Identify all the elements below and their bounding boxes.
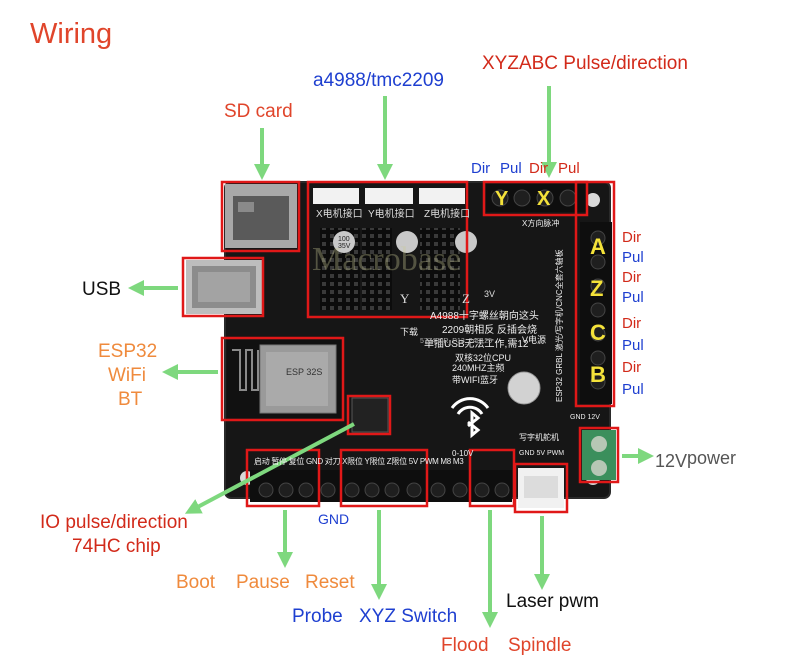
page-title: Wiring: [30, 18, 113, 50]
board-x-port: X电机接口: [316, 209, 363, 220]
74hc-chip: [351, 397, 389, 433]
right-dir-c: Dir: [622, 315, 642, 332]
arrow-74hc: [184, 422, 355, 514]
laser-header: [518, 468, 564, 508]
io-label-line1: IO pulse/direction: [40, 512, 188, 533]
right-dir-z: Dir: [622, 269, 642, 286]
right-dir-b: Dir: [622, 359, 642, 376]
board-text-line3: 单插USB无法工作,需12: [424, 339, 529, 350]
board-y-port: Y电机接口: [368, 209, 415, 220]
board-x-dir-text: X方向脉冲: [522, 219, 560, 228]
board-text-line5: 240MHZ主频: [452, 363, 505, 373]
board-z-mark: Z: [462, 291, 470, 306]
highlight-esp32: [220, 336, 345, 422]
board-pwm-range: 0-10V: [452, 449, 474, 458]
usb-port: [186, 260, 262, 314]
axis-a-label: A: [590, 234, 606, 259]
callout-arrows: [128, 86, 654, 628]
probe-label: Probe: [292, 606, 343, 627]
driver-sockets: [313, 188, 477, 310]
highlight-top-terminal: [482, 180, 589, 217]
board-laser-pins: GND 5V PWM: [519, 450, 565, 457]
axis-y-label: Y: [495, 188, 509, 210]
highlight-74hc: [346, 394, 392, 436]
power-terminal: [582, 430, 616, 480]
board-text-line4: 双核32位CPU: [455, 353, 512, 363]
right-pul-a: Pul: [622, 249, 644, 266]
top-dir-y: Dir: [471, 160, 491, 177]
power-word-label: power: [687, 448, 737, 468]
highlight-drivers: [306, 180, 469, 319]
gnd-label: GND: [318, 511, 350, 527]
wifi-bluetooth-icon: [450, 397, 490, 439]
board-chip-label: ESP 32S: [286, 367, 323, 377]
io-label-line2: 74HC chip: [72, 536, 161, 557]
highlight-sd-card: [220, 180, 301, 253]
board-power-hdr: GND 12V: [570, 414, 600, 421]
bt-label: BT: [118, 389, 143, 410]
board-capacitor: 100 35V: [338, 236, 351, 250]
top-dir-x: Dir: [529, 160, 549, 177]
board-watermark: Macrobase: [312, 241, 462, 278]
wifi-label: WiFi: [108, 365, 146, 386]
usb-label: USB: [82, 279, 122, 300]
boot-label: Boot: [176, 572, 216, 593]
highlight-boot-pause-reset: [245, 448, 321, 508]
board-3v: 3V: [484, 289, 496, 299]
sd-card-slot: [225, 184, 297, 248]
board-y-mark: Y: [400, 291, 410, 306]
right-pul-c: Pul: [622, 337, 644, 354]
laser-pwm-label: Laser pwm: [506, 591, 599, 612]
highlight-boxes: [181, 180, 620, 514]
board-v-power: V电源: [522, 335, 547, 345]
board-model: 573430R_P13_240125: [420, 338, 493, 345]
power-capacitor: [507, 371, 541, 405]
axis-c-label: C: [590, 320, 606, 345]
highlight-power: [578, 426, 620, 484]
right-terminal-block: [580, 222, 612, 404]
top-pul-y: Pul: [500, 160, 522, 177]
pause-label: Pause: [236, 572, 290, 593]
flood-label: Flood: [441, 635, 489, 656]
axis-x-label: X: [537, 188, 551, 210]
board-download: 下载: [400, 327, 419, 337]
sd-card-label: SD card: [224, 101, 293, 122]
bottom-terminal-block: [250, 470, 512, 502]
right-dir-a: Dir: [622, 229, 642, 246]
board-text-line2: 2209朝相反 反插会烧: [442, 325, 538, 336]
driver-label: a4988/tmc2209: [313, 70, 444, 91]
xyz-switch-label: XYZ Switch: [359, 606, 458, 627]
board-z-port: Z电机接口: [424, 209, 471, 220]
highlight-laser: [513, 462, 569, 514]
highlight-right-terminal: [574, 180, 616, 408]
power-voltage-label: 12V: [655, 451, 688, 471]
top-pul-x: Pul: [558, 160, 580, 177]
esp32-label: ESP32: [98, 341, 158, 362]
right-pul-z: Pul: [622, 289, 644, 306]
esp32-module: [227, 340, 342, 418]
board-right-vertical: ESP32 GRBL 激光/写字机/CNC全套六轴板: [555, 249, 564, 402]
pulse-direction-label: XYZABC Pulse/direction: [482, 53, 688, 74]
spindle-label: Spindle: [508, 635, 572, 656]
top-terminal-block: [486, 184, 586, 212]
axis-b-label: B: [590, 362, 606, 387]
highlight-usb: [181, 256, 265, 318]
right-pul-b: Pul: [622, 381, 644, 398]
axis-z-label: Z: [590, 276, 604, 301]
board-text-line1: A4988十字螺丝朝向这头: [430, 311, 539, 322]
board-laser-hdr: 写字机舵机: [519, 433, 559, 442]
highlight-probe-xyz: [339, 448, 429, 508]
board-text-line6: 带WIFI蓝牙: [452, 375, 498, 385]
board-bottom-row: 启动 暂停 复位 GND 对刀 X限位 Y限位 Z限位 5V PWM M8 M3: [254, 457, 464, 466]
reset-label: Reset: [305, 572, 355, 593]
